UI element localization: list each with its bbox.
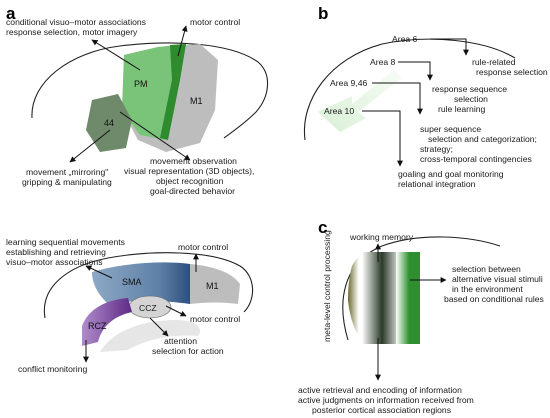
arrow-pm-to-cond xyxy=(91,39,141,71)
panel-c-letter: c xyxy=(318,218,327,237)
goal-line1: goaling and goal monitoring xyxy=(398,169,504,179)
area44-label: 44 xyxy=(104,118,114,128)
rcz-label: RCZ xyxy=(88,321,107,331)
active-line1: active retrieval and encoding of informa… xyxy=(298,385,462,395)
learn-line3: visuo–motor associations xyxy=(6,257,103,267)
panel-c: c working memory meta-level control proc… xyxy=(298,218,544,415)
motor-control-ll-top: motor control xyxy=(178,242,228,252)
ccz-label: CCZ xyxy=(139,303,157,313)
panel-b-brain-outline xyxy=(303,38,516,141)
area44-region xyxy=(86,94,132,152)
cond-assoc-line2: response selection, motor imagery xyxy=(6,27,138,37)
motor-control-a-label: motor control xyxy=(190,17,240,27)
area-gradient-arrow xyxy=(318,70,402,132)
mirror-line2: gripping & manipulating xyxy=(22,177,112,187)
motor-control-ll-right: motor control xyxy=(190,314,240,324)
rule-line2: response selection xyxy=(476,67,548,77)
super-line3: strategy; xyxy=(420,144,453,154)
panel-ll-brain-outline xyxy=(43,252,254,319)
area6-label: Area 6 xyxy=(392,34,418,44)
corpus-callosum-shape xyxy=(100,320,200,352)
arrow-area6 xyxy=(430,38,469,56)
pm-dark-strip xyxy=(160,44,186,140)
m1-region-ll xyxy=(190,264,240,304)
arrow-m1-to-motor xyxy=(177,25,188,57)
area946-label: Area 9,46 xyxy=(330,78,367,88)
cond-assoc-line1: conditional visuo–motor associations xyxy=(6,17,146,27)
panel-a: a PM M1 44 conditional visuo–motor assoc… xyxy=(6,4,269,196)
arrow-44-to-observation xyxy=(119,111,191,161)
seq-line1: response sequence xyxy=(432,84,507,94)
sma-region xyxy=(92,262,190,304)
observation-line1: movement observation xyxy=(150,156,237,166)
panel-lower-left: SMA M1 CCZ RCZ learning sequential movem… xyxy=(6,237,254,374)
selection-line1: selection between xyxy=(452,264,521,274)
super-line4: cross-temporal contingencies xyxy=(420,154,532,164)
rcz-region xyxy=(82,298,132,346)
rule-line1: rule-related xyxy=(472,57,516,67)
m1-label-ll: M1 xyxy=(206,281,219,291)
mirror-line1: movement „mirroring" xyxy=(26,167,108,177)
active-line3: posterior cortical association regions xyxy=(312,405,451,415)
arrow-area8 xyxy=(398,61,433,81)
arrow-area10 xyxy=(362,110,403,167)
learn-line1: learning sequential movements xyxy=(6,237,125,247)
arrow-sma-to-learning xyxy=(85,265,113,279)
meta-level-label: meta-level control processing xyxy=(322,230,332,342)
arrow-ccz-to-motor xyxy=(165,305,187,317)
arrow-ccz-to-attention xyxy=(149,317,169,337)
panel-b-letter: b xyxy=(318,4,328,23)
learn-line2: establishing and retrieving xyxy=(6,247,106,257)
observation-line4: goal-directed behavior xyxy=(150,186,235,196)
selection-line4: based on conditional rules xyxy=(444,294,544,304)
arrow-area946 xyxy=(372,82,423,115)
pm-label: PM xyxy=(134,79,148,89)
area10-label: Area 10 xyxy=(324,106,354,116)
selection-line2: alternative visual stimuli xyxy=(452,274,543,284)
observation-line3: object recognition xyxy=(156,176,224,186)
attention-line1: attention xyxy=(164,336,197,346)
arrow-44-to-mirror xyxy=(69,129,111,163)
m1-label-a: M1 xyxy=(190,96,203,106)
goal-line2: relational integration xyxy=(398,179,476,189)
active-line2: active judgments on information received… xyxy=(298,395,474,405)
working-memory-label: working memory xyxy=(349,232,414,242)
super-line1: super sequence xyxy=(420,124,481,134)
selection-line3: in the environment xyxy=(452,284,523,294)
attention-line2: selection for action xyxy=(152,346,224,356)
observation-line2: visual representation (3D objects), xyxy=(124,166,254,176)
area8-label: Area 8 xyxy=(370,57,396,67)
middle-gradient-band xyxy=(362,252,402,344)
sma-label: SMA xyxy=(122,277,142,287)
conflict-label: conflict monitoring xyxy=(18,364,87,374)
panel-b: b Area 6 Area 8 Area 9,46 Area 10 rule-r… xyxy=(303,4,548,189)
panel-c-brain-outline xyxy=(342,236,501,341)
panel-a-letter: a xyxy=(6,4,16,23)
seq-line3: rule learning xyxy=(438,104,486,114)
right-gradient-band xyxy=(396,252,420,344)
panel-a-brain-outline xyxy=(31,42,269,139)
seq-line2: selection xyxy=(454,94,488,104)
super-line2: selection and categorization; xyxy=(428,134,537,144)
